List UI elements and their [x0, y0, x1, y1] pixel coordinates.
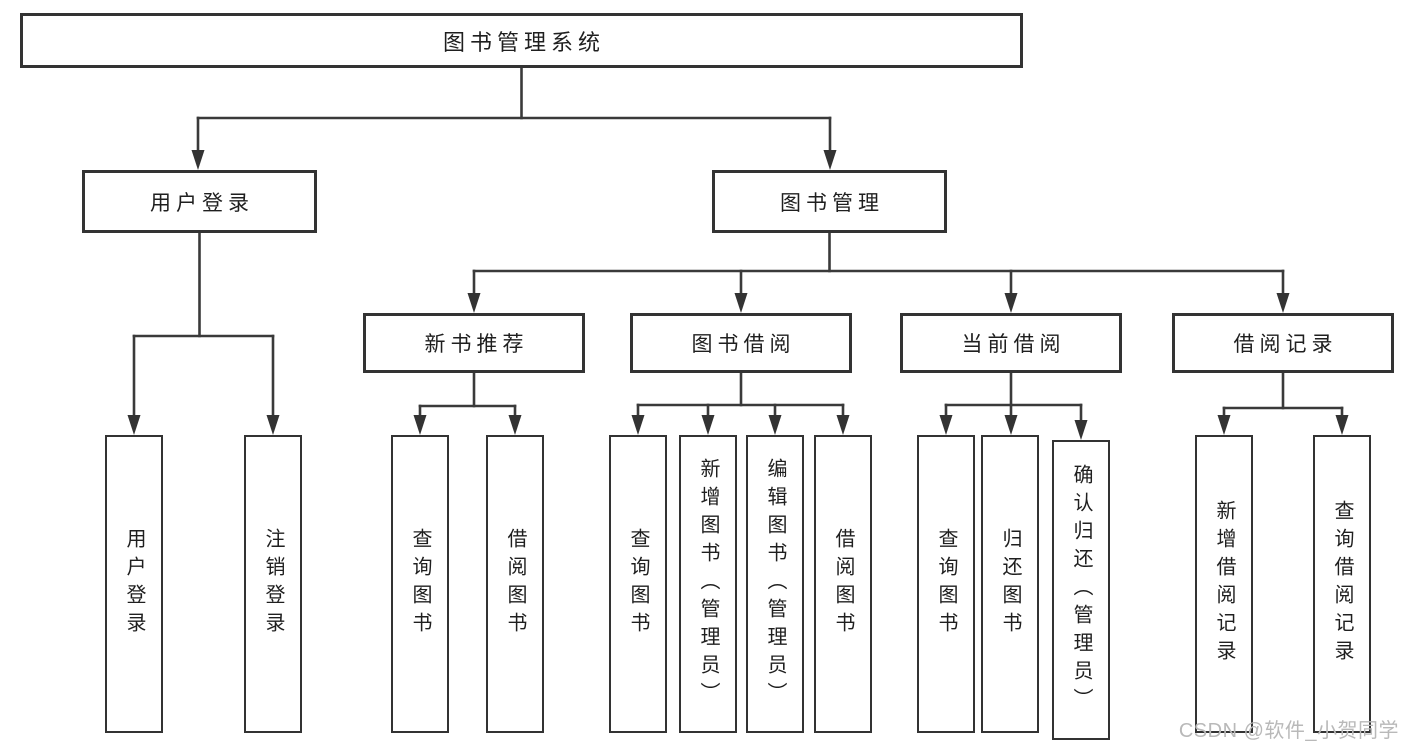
- leaf-confirm-return-admin: 确认归还（管理员）: [1052, 440, 1110, 740]
- leaf-user-login: 用户登录: [105, 435, 163, 733]
- watermark: CSDN @软件_小贺同学: [1178, 720, 1399, 742]
- connector-root-to-level2: [191, 66, 837, 170]
- connector-borrow-records: [1217, 371, 1349, 435]
- connector-current-borrow: [939, 371, 1088, 440]
- node-current-borrow: 当前借阅: [900, 313, 1122, 373]
- leaf-search-books-recommend: 查询图书: [391, 435, 449, 733]
- connector-new-book-recommend: [413, 371, 522, 435]
- leaf-return-books: 归还图书: [981, 435, 1039, 733]
- connector-user-login: [127, 231, 280, 435]
- node-borrow-records: 借阅记录: [1172, 313, 1394, 373]
- leaf-edit-book-admin: 编辑图书（管理员）: [746, 435, 804, 733]
- leaf-search-books-current: 查询图书: [917, 435, 975, 733]
- node-new-book-recommend: 新书推荐: [363, 313, 585, 373]
- node-user-login: 用户登录: [82, 170, 317, 233]
- connector-book-management: [467, 231, 1290, 313]
- node-root: 图书管理系统: [20, 13, 1023, 68]
- connector-book-borrow: [631, 371, 850, 435]
- leaf-logout: 注销登录: [244, 435, 302, 733]
- leaf-search-borrow-record: 查询借阅记录: [1313, 435, 1371, 733]
- leaf-borrow-books-recommend: 借阅图书: [486, 435, 544, 733]
- node-book-borrow: 图书借阅: [630, 313, 852, 373]
- leaf-borrow-books: 借阅图书: [814, 435, 872, 733]
- leaf-add-borrow-record: 新增借阅记录: [1195, 435, 1253, 733]
- node-book-management: 图书管理: [712, 170, 947, 233]
- leaf-search-books-borrow: 查询图书: [609, 435, 667, 733]
- leaf-add-book-admin: 新增图书（管理员）: [679, 435, 737, 733]
